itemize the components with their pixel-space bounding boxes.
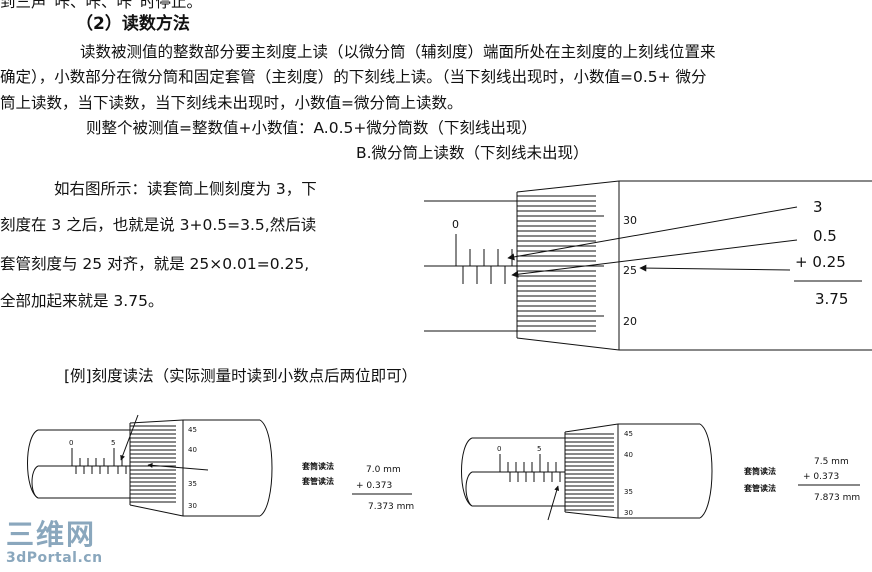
reading-total: 7.373 mm <box>368 502 414 512</box>
thimble-label: 45 <box>188 426 197 434</box>
reading-value: 7.0 mm <box>366 465 401 475</box>
reading-value: + 0.373 <box>356 481 392 491</box>
readout-value: 0.5 <box>813 227 837 245</box>
thimble-label: 40 <box>188 446 197 454</box>
readout-value: + 0.25 <box>795 253 846 271</box>
watermark-logo: 三维网 3dPortal.cn <box>6 518 103 567</box>
paragraph-line: 筒上读数，当下读数，当下刻线未出现时，小数值=微分筒上读数。 <box>0 94 463 112</box>
reading-value: + 0.373 <box>803 472 839 482</box>
paragraph-line: 确定），小数部分在微分筒和固定套管（主刻度）的下刻线上读。（当下刻线出现时，小数… <box>0 68 707 86</box>
example1-micrometer <box>27 414 273 517</box>
sleeve-reading-label: 套管读法 <box>743 483 776 493</box>
paragraph-line: 刻度在 3 之后，也就是说 3+0.5=3.5,然后读 <box>0 216 317 234</box>
thimble-label: 35 <box>624 488 633 496</box>
formula-b: B.微分筒上读数（下刻线未出现） <box>356 144 589 162</box>
sleeve-label: 5 <box>537 445 541 453</box>
paragraph-line: 如右图所示：读套筒上侧刻度为 3，下 <box>54 180 317 198</box>
sleeve-reading-label: 套管读法 <box>301 476 334 486</box>
thimble-reading-label: 套筒读法 <box>743 466 776 476</box>
readout-value: 3 <box>813 198 823 216</box>
thimble-label: 45 <box>624 430 633 438</box>
sleeve-label: 5 <box>111 439 115 447</box>
example-title: [例]刻度读法（实际测量时读到小数点后两位即可） <box>64 367 418 385</box>
reading-value: 7.5 mm <box>814 457 849 467</box>
thimble-reading-label: 套筒读法 <box>301 461 334 471</box>
formula-a: 则整个被测值=整数值+小数值：A.0.5+微分筒数（下刻线出现） <box>86 119 537 137</box>
paragraph-line: 全部加起来就是 3.75。 <box>0 292 164 310</box>
thimble-label: 40 <box>624 451 633 459</box>
thimble-label: 35 <box>188 480 197 488</box>
main-micrometer-diagram <box>424 180 872 351</box>
watermark-title: 三维网 <box>6 518 97 551</box>
paragraph-line: 套管刻度与 25 对齐，就是 25×0.01=0.25, <box>0 255 310 273</box>
thimble-label: 25 <box>623 264 637 277</box>
sleeve-label: 0 <box>497 445 501 453</box>
section-heading: （2）读数方法 <box>76 14 190 34</box>
previous-text-fragment: 到三声“咔、咔、咔”时停止。 <box>0 0 203 11</box>
reading-total: 7.873 mm <box>814 493 860 503</box>
thimble-label: 30 <box>623 214 637 227</box>
thimble-graduations <box>517 195 604 332</box>
paragraph-line: 读数被测值的整数部分要主刻度上读（以微分筒（辅刻度）端面所处在主刻度的上刻线位置… <box>80 43 716 61</box>
watermark-url: 3dPortal.cn <box>6 550 103 566</box>
readout-total: 3.75 <box>815 290 848 308</box>
sleeve-zero-label: 0 <box>452 218 459 231</box>
thimble-label: 20 <box>623 315 637 328</box>
thimble-label: 30 <box>624 509 633 517</box>
example2-micrometer <box>461 423 713 521</box>
thimble-label: 30 <box>188 502 197 510</box>
sleeve-label: 0 <box>69 439 73 447</box>
